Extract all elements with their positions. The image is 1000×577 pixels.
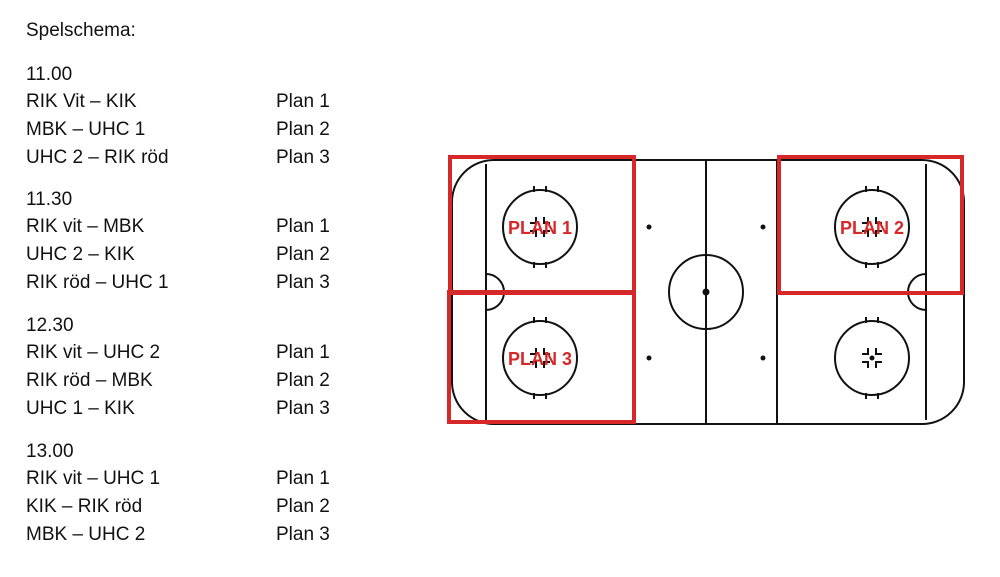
match-teams: RIK röd – MBK — [26, 370, 153, 391]
match-row: RIK vit – UHC 1 Plan 1 — [26, 465, 356, 493]
match-row: UHC 1 – KIK Plan 3 — [26, 395, 356, 423]
plan-3-label: PLAN 3 — [508, 349, 572, 369]
schedule-heading: Spelschema: — [26, 20, 136, 41]
match-teams: RIK vit – MBK — [26, 216, 145, 237]
faceoff-circle — [834, 189, 910, 265]
time-label: 12.30 — [26, 315, 74, 336]
time-label: 13.00 — [26, 441, 74, 462]
match-row: RIK röd – UHC 1 Plan 3 — [26, 269, 356, 297]
neutral-zone-dot — [760, 355, 766, 361]
plan-2-zone — [777, 155, 964, 295]
plan-2-label: PLAN 2 — [840, 218, 904, 238]
neutral-zone-dot — [646, 355, 652, 361]
rink-diagram: PLAN 1 PLAN 2 PLAN 3 — [446, 152, 966, 428]
match-plan: Plan 1 — [276, 468, 330, 489]
plan-3-zone — [447, 290, 636, 424]
faceoff-marks — [530, 217, 882, 368]
match-plan: Plan 1 — [276, 342, 330, 363]
match-plan: Plan 3 — [276, 524, 330, 545]
match-teams: MBK – UHC 1 — [26, 119, 146, 140]
rink-svg: PLAN 1 PLAN 2 PLAN 3 — [447, 155, 965, 425]
match-plan: Plan 1 — [276, 216, 330, 237]
match-row: UHC 2 – KIK Plan 2 — [26, 241, 356, 269]
faceoff-circle — [834, 320, 910, 396]
match-teams: RIK röd – UHC 1 — [26, 272, 169, 293]
match-teams: KIK – RIK röd — [26, 496, 143, 517]
match-row: KIK – RIK röd Plan 2 — [26, 493, 356, 521]
match-plan: Plan 1 — [276, 91, 330, 112]
match-plan: Plan 2 — [276, 244, 330, 265]
time-block-1130: 11.30 RIK vit – MBK Plan 1 UHC 2 – KIK P… — [26, 187, 356, 297]
match-teams: RIK vit – UHC 2 — [26, 342, 161, 363]
match-teams: RIK vit – UHC 1 — [26, 468, 161, 489]
match-plan: Plan 2 — [276, 370, 330, 391]
match-plan: Plan 2 — [276, 119, 330, 140]
center-dot — [702, 288, 710, 296]
match-row: RIK Vit – KIK Plan 1 — [26, 88, 356, 116]
match-row: RIK vit – UHC 2 Plan 1 — [26, 339, 356, 367]
match-teams: UHC 1 – KIK — [26, 398, 135, 419]
match-teams: UHC 2 – RIK röd — [26, 147, 169, 168]
match-teams: RIK Vit – KIK — [26, 91, 137, 112]
match-row: UHC 2 – RIK röd Plan 3 — [26, 144, 356, 172]
match-plan: Plan 3 — [276, 272, 330, 293]
time-block-1230: 12.30 RIK vit – UHC 2 Plan 1 RIK röd – M… — [26, 313, 356, 423]
time-label: 11.30 — [26, 189, 73, 210]
match-teams: UHC 2 – KIK — [26, 244, 135, 265]
center-circle — [668, 254, 744, 330]
neutral-zone-dot — [646, 224, 652, 230]
match-row: MBK – UHC 1 Plan 2 — [26, 116, 356, 144]
faceoff-circle-hashes — [533, 186, 879, 399]
match-plan: Plan 3 — [276, 147, 330, 168]
match-teams: MBK – UHC 2 — [26, 524, 146, 545]
neutral-zone-dot — [760, 224, 766, 230]
match-row: RIK vit – MBK Plan 1 — [26, 213, 356, 241]
time-block-1300: 13.00 RIK vit – UHC 1 Plan 1 KIK – RIK r… — [26, 439, 356, 549]
match-row: RIK röd – MBK Plan 2 — [26, 367, 356, 395]
faceoff-circle — [502, 189, 578, 265]
faceoff-dot — [869, 355, 875, 361]
plan-1-label: PLAN 1 — [508, 218, 572, 238]
match-row: MBK – UHC 2 Plan 3 — [26, 521, 356, 549]
match-plan: Plan 2 — [276, 496, 330, 517]
faceoff-circle — [502, 320, 578, 396]
match-plan: Plan 3 — [276, 398, 330, 419]
time-block-1100: 11.00 RIK Vit – KIK Plan 1 MBK – UHC 1 P… — [26, 62, 356, 172]
time-label: 11.00 — [26, 64, 73, 85]
